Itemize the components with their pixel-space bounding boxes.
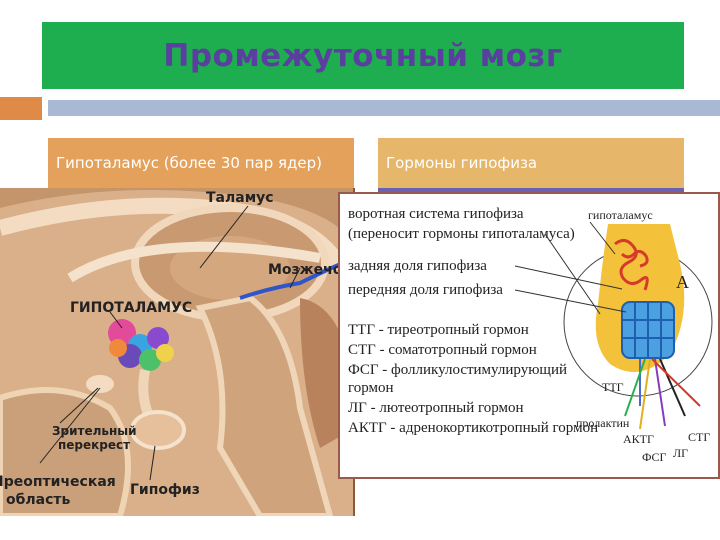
right-header-underline: [378, 188, 684, 194]
annotation-stg: СТГ: [688, 430, 711, 444]
label-pituitary: Гипофиз: [130, 482, 200, 498]
hormone-line-5: ТТГ - тиреотропный гормон: [348, 322, 529, 338]
left-header-text: Гипоталамус (более 30 пар ядер): [56, 154, 323, 172]
annotation-aktg: АКТГ: [623, 432, 654, 446]
annotation-letter-a: А: [676, 272, 689, 292]
label-chiasm-2: перекрест: [58, 438, 131, 452]
accent-orange-block: [0, 97, 42, 120]
label-cerebellum: Мозжечок: [268, 262, 352, 278]
right-header-text: Гормоны гипофиза: [386, 154, 538, 172]
label-preoptic-2: область: [6, 492, 71, 508]
label-hypothalamus: ГИПОТАЛАМУС: [70, 300, 193, 316]
annotation-lg: ЛГ: [673, 446, 689, 460]
pituitary-illustration: [514, 221, 713, 430]
hormone-line-10: АКТГ - адренокортикотропный гормон: [348, 420, 599, 436]
annotation-prolactin: пролактин: [576, 416, 630, 430]
label-thalamus: Таламус: [206, 190, 274, 206]
hormone-line-7: ФСГ - фолликулостимулирующий: [348, 362, 568, 378]
hormone-figure: воротная система гипофиза (переносит гор…: [338, 192, 720, 479]
annotation-hypothalamus: гипоталамус: [588, 208, 653, 222]
hormone-line-2: (переносит гормоны гипоталамуса): [348, 226, 575, 242]
left-column-header: Гипоталамус (более 30 пар ядер): [48, 138, 354, 188]
brain-figure: Таламус Мозжечок ГИПОТАЛАМУС Зрительный …: [0, 188, 355, 516]
hormone-line-3: задняя доля гипофиза: [348, 258, 487, 274]
label-preoptic-1: Преоптическая: [0, 474, 116, 490]
brain-illustration: [0, 188, 353, 516]
hormone-line-6: СТГ - соматотропный гормон: [348, 342, 537, 358]
hormone-line-4: передняя доля гипофиза: [348, 282, 503, 298]
right-column-header: Гормоны гипофиза: [378, 138, 684, 188]
hormone-line-9: ЛГ - лютеотропный гормон: [348, 400, 524, 416]
hormone-line-8: гормон: [348, 380, 394, 396]
slide-title: Промежуточный мозг: [163, 37, 563, 74]
annotation-fsg: ФСГ: [642, 450, 667, 464]
hormone-line-1: воротная система гипофиза: [348, 206, 524, 222]
annotation-ttg: ТТГ: [602, 380, 624, 394]
title-bar: Промежуточный мозг: [42, 22, 684, 89]
label-chiasm-1: Зрительный: [52, 424, 137, 438]
accent-blue-rule: [48, 100, 720, 116]
